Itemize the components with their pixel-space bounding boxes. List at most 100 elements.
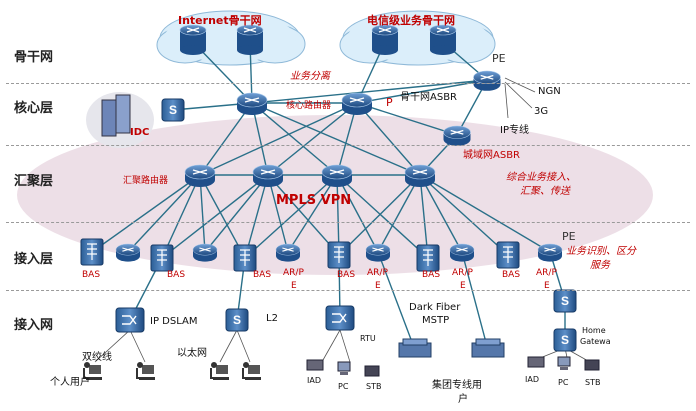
link-agg4-ar6 <box>419 174 551 253</box>
internet-backbone-label: Internet骨干网 <box>178 14 262 27</box>
agg-router-4 <box>404 164 436 187</box>
service-split-label: 业务分离 <box>290 71 330 82</box>
link-agg2-bas2 <box>161 174 269 259</box>
user-4 <box>242 362 261 380</box>
iad-phone-2 <box>527 356 545 368</box>
divider-backbone-core <box>6 83 690 84</box>
pc-label-1: PC <box>338 382 349 391</box>
layer-label-access: 接入层 <box>14 252 54 267</box>
link-agg3-ar4 <box>336 174 379 253</box>
idc-icon <box>86 92 154 148</box>
link-ar5-fiber2 <box>461 251 489 351</box>
user-link-1 <box>129 329 146 363</box>
layer-label-backbone: 骨干网 <box>14 50 54 65</box>
bas-label-1: BAS <box>82 270 101 280</box>
link-agg4-ar5 <box>419 174 463 253</box>
ar-e-label-4: E <box>544 281 550 291</box>
user-link-0 <box>94 329 131 363</box>
internet-router-1 <box>179 24 207 55</box>
stb-1 <box>364 365 380 377</box>
pc-1 <box>337 361 351 375</box>
ethernet-label: 以太网 <box>177 348 207 359</box>
bas-label-3: BAS <box>253 270 272 280</box>
link-core2-agg3 <box>336 102 358 176</box>
aggregation-transport-label: 汇聚、传送 <box>520 186 570 197</box>
metro-asbr-router <box>443 125 471 146</box>
backbone-asbr-label: 骨干网ASBR <box>400 92 457 103</box>
iad-phone-1 <box>306 359 324 371</box>
switch-right-2: S <box>553 328 577 352</box>
link-agg4-bas4 <box>338 174 421 256</box>
ar-label-3: AR/P <box>452 268 473 278</box>
telecom-router-1 <box>371 24 399 55</box>
pc-2 <box>557 356 571 370</box>
agg-router-2 <box>252 164 284 187</box>
twisted-pair-label: 双绞线 <box>82 352 112 363</box>
svg-text:S: S <box>561 333 569 347</box>
link-agg3-ar3 <box>287 174 338 253</box>
stb-2 <box>584 359 600 371</box>
telecom-backbone-label: 电信级业务骨干网 <box>367 14 455 27</box>
rtu-label: RTU <box>360 334 376 343</box>
user-link-3 <box>236 329 251 363</box>
pe-right-label: PE <box>562 230 576 243</box>
link-agg4-bas5 <box>419 174 429 259</box>
l2-label: L2 <box>266 313 278 324</box>
svg-text:S: S <box>169 103 177 117</box>
link-core1-agg1 <box>199 102 253 176</box>
link-agg4-ar4 <box>377 174 421 253</box>
user-1 <box>83 362 102 380</box>
link-agg2-bas3 <box>244 174 269 259</box>
core-switch-s: S <box>161 98 185 122</box>
bas-label-2: BAS <box>167 270 186 280</box>
personal-user-label: 个人用户 <box>50 377 90 388</box>
integrated-access-label: 综合业务接入、 <box>506 172 576 183</box>
bas-5 <box>416 244 440 272</box>
user-3 <box>210 362 229 380</box>
ar-label-4: AR/P <box>536 268 557 278</box>
home-gateway-label-1: Home <box>582 326 606 335</box>
bas-3 <box>233 244 257 272</box>
svg-text:S: S <box>561 294 569 308</box>
link-core2-agg2 <box>267 102 358 176</box>
pe-router-top <box>473 70 501 91</box>
ar-e-label-1: E <box>291 281 297 291</box>
mpls-vpn-label: MPLS VPN <box>276 193 352 208</box>
ar-pe-2 <box>192 243 218 262</box>
ar-pe-3 <box>275 243 301 262</box>
3g-label: 3G <box>534 106 549 117</box>
edge-link-1 <box>504 81 533 109</box>
link-core1-agg4 <box>251 102 421 176</box>
core-router-1 <box>236 92 268 115</box>
enterprise-line-label: 集团专线用 <box>432 380 482 391</box>
bas-4 <box>327 241 351 269</box>
service-word-label: 服务 <box>590 260 610 271</box>
layer-label-aggregation: 汇聚层 <box>14 174 54 189</box>
layer-label-core: 核心层 <box>14 101 54 116</box>
agg-router-1 <box>184 164 216 187</box>
idc-label: IDC <box>130 127 150 138</box>
metro-asbr-label: 城域网ASBR <box>463 150 520 161</box>
ar-e-label-3: E <box>460 281 466 291</box>
link-agg1-bas3 <box>199 174 246 259</box>
mstp-device-1 <box>398 338 432 358</box>
bas-1 <box>80 238 104 266</box>
divider-aggregation-access <box>6 222 690 223</box>
bas-6 <box>496 241 520 269</box>
ip-dslam-device <box>115 307 145 333</box>
l2-switch: S <box>225 308 249 332</box>
iad-label-2: IAD <box>525 375 539 384</box>
core-router-p <box>341 92 373 115</box>
devices-layer: S S S S <box>80 24 600 380</box>
layer-label-access-network: 接入网 <box>14 318 54 333</box>
link-agg3-bas3 <box>244 174 338 259</box>
divider-core-aggregation <box>6 145 690 146</box>
core-router-label: 核心路由器 <box>286 101 332 111</box>
enterprise-line-label-2: 户 <box>458 394 468 405</box>
link-core1-agg2 <box>251 102 269 176</box>
mstp-label: MSTP <box>422 315 450 326</box>
ar-label-2: AR/P <box>367 268 388 278</box>
pe-top-label: PE <box>492 52 506 65</box>
link-core2-agg4 <box>356 102 421 176</box>
